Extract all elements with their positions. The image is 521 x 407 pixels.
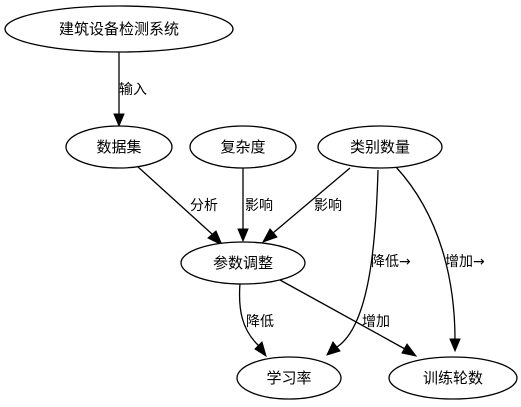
node-dataset: 数据集	[65, 125, 173, 169]
node-label-dataset: 数据集	[96, 138, 141, 156]
node-building-equipment-detection-system: 建筑设备检测系统	[4, 5, 234, 53]
edge-classes-to-epochs: 增加→	[395, 166, 485, 353]
edge-label-increase-arrow: 增加→	[445, 254, 485, 270]
node-label-param-tuning: 参数调整	[213, 254, 273, 272]
edge-param-tuning-to-learning-rate: 降低	[238, 282, 274, 358]
edge-label-input: 输入	[119, 82, 147, 98]
node-learning-rate: 学习率	[236, 356, 342, 400]
node-parameter-tuning: 参数调整	[180, 241, 306, 285]
node-label-classes: 类别数量	[350, 138, 410, 156]
edge-classes-to-learning-rate: 降低→	[326, 169, 411, 356]
node-label-learning-rate: 学习率	[266, 369, 311, 387]
node-complexity: 复杂度	[189, 125, 297, 169]
edge-label-affect-complexity: 影响	[245, 198, 273, 214]
edge-dataset-to-param-tuning: 分析	[136, 165, 223, 247]
edge-label-decrease: 降低	[246, 314, 274, 330]
edge-complexity-to-param-tuning: 影响	[237, 166, 273, 243]
edge-label-affect-classes: 影响	[314, 198, 342, 214]
node-number-of-classes: 类别数量	[317, 125, 443, 169]
node-label-complexity: 复杂度	[220, 138, 265, 156]
edge-label-increase: 增加	[362, 314, 390, 330]
node-label-epochs: 训练轮数	[423, 369, 483, 387]
edge-label-decrease-arrow: 降低→	[371, 254, 411, 270]
node-label-system: 建筑设备检测系统	[59, 20, 179, 38]
edge-system-to-dataset: 输入	[113, 52, 147, 128]
edge-label-analyze: 分析	[190, 198, 218, 214]
edge-classes-to-param-tuning: 影响	[261, 167, 351, 243]
edge-param-tuning-to-epochs: 增加	[279, 279, 418, 357]
node-training-epochs: 训练轮数	[388, 356, 518, 400]
